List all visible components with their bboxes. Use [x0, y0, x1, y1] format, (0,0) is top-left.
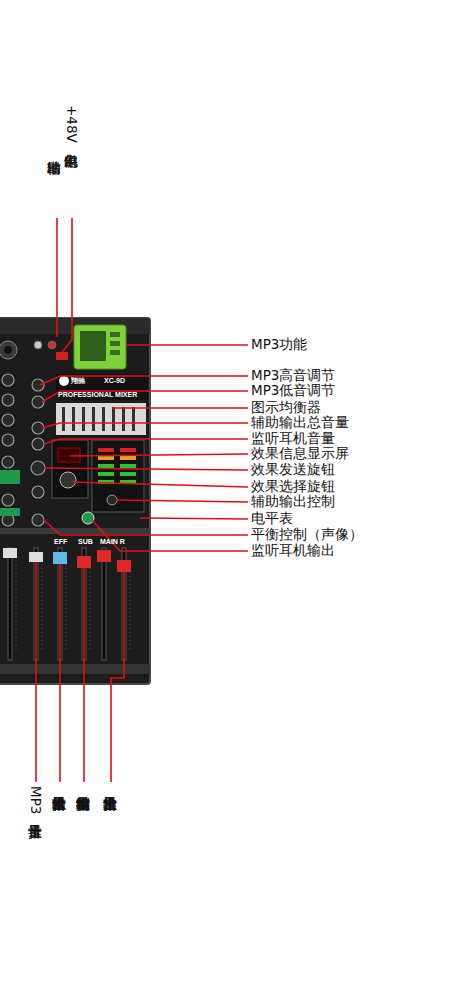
device-text: SUB — [78, 538, 93, 545]
callout-label: MP3功能 — [251, 338, 307, 352]
brand-band — [56, 374, 148, 400]
callout-label: 电平表 — [251, 512, 293, 526]
fader-cap — [29, 552, 43, 562]
fader-cap — [3, 548, 17, 558]
fader-cap — [77, 556, 91, 568]
fader-cap — [53, 552, 67, 564]
fader-slots — [8, 548, 126, 660]
mp3-display — [80, 331, 106, 361]
green-accent — [0, 470, 20, 484]
leader-lines — [36, 218, 248, 782]
callout-label: +48V幻象供电 — [64, 105, 78, 143]
callout-label: MP3高音调节 — [251, 369, 335, 383]
callout-label: 监听耳机音量 — [251, 432, 335, 446]
callout-label: 图示均衡器 — [251, 401, 321, 415]
xlr-jack — [0, 341, 17, 359]
channel-knobs — [2, 374, 45, 526]
separator — [0, 528, 150, 534]
bottom-label-strip — [0, 664, 150, 674]
green-accent — [0, 508, 20, 516]
mp3-module — [74, 325, 126, 369]
fader-cap — [97, 550, 111, 562]
callout-label: MP3音量推子 — [28, 786, 42, 814]
effect-display — [58, 448, 80, 462]
brand-logo — [59, 376, 69, 386]
device-model: XC-9D — [104, 377, 125, 384]
fader-scales — [16, 560, 130, 650]
callout-label: 平衡控制（声像） — [251, 528, 363, 542]
mp3-button — [110, 332, 120, 337]
callout-label: 效果选择旋钮 — [251, 480, 335, 494]
rca-jack — [48, 341, 56, 349]
device-brand: 翔驰 — [71, 377, 85, 384]
eq-sliders — [62, 407, 135, 431]
device-text: PROFESSIONAL MIXER — [58, 391, 137, 398]
device-text: EFF — [54, 538, 67, 545]
level-meter — [92, 440, 144, 512]
device-text: MAIN R — [100, 538, 125, 545]
phones-jack — [82, 512, 94, 524]
callout-label: 监听耳机输出 — [251, 544, 335, 558]
callout-label: MP3低音调节 — [251, 384, 335, 398]
fader-cap — [117, 560, 131, 572]
mp3-button — [110, 350, 120, 355]
phantom-switch — [56, 352, 68, 360]
jack-hole — [4, 346, 12, 354]
callout-label: 效果发送旋钮 — [251, 463, 335, 477]
aux-knob — [107, 495, 117, 505]
mp3-button — [110, 341, 120, 346]
mixer-panel — [0, 318, 150, 684]
callout-label: 辅助输出总音量 — [251, 416, 349, 430]
callout-label: 辅助输出控制 — [251, 495, 335, 509]
meter-leds — [98, 448, 136, 484]
rca-jack — [34, 341, 42, 349]
effect-select-knob — [60, 472, 76, 488]
callout-label: 效果信息显示屏 — [251, 447, 349, 461]
